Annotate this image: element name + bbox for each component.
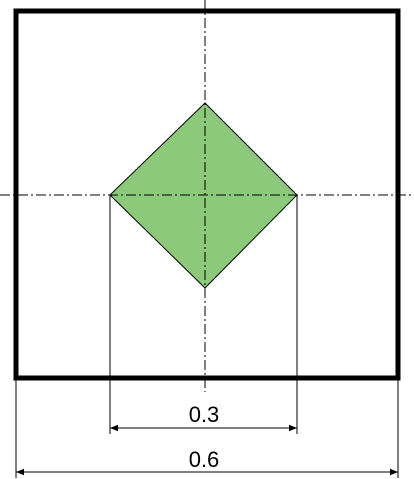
outer-dimension-label: 0.6	[189, 447, 220, 472]
inner-dimension-label: 0.3	[189, 402, 220, 427]
